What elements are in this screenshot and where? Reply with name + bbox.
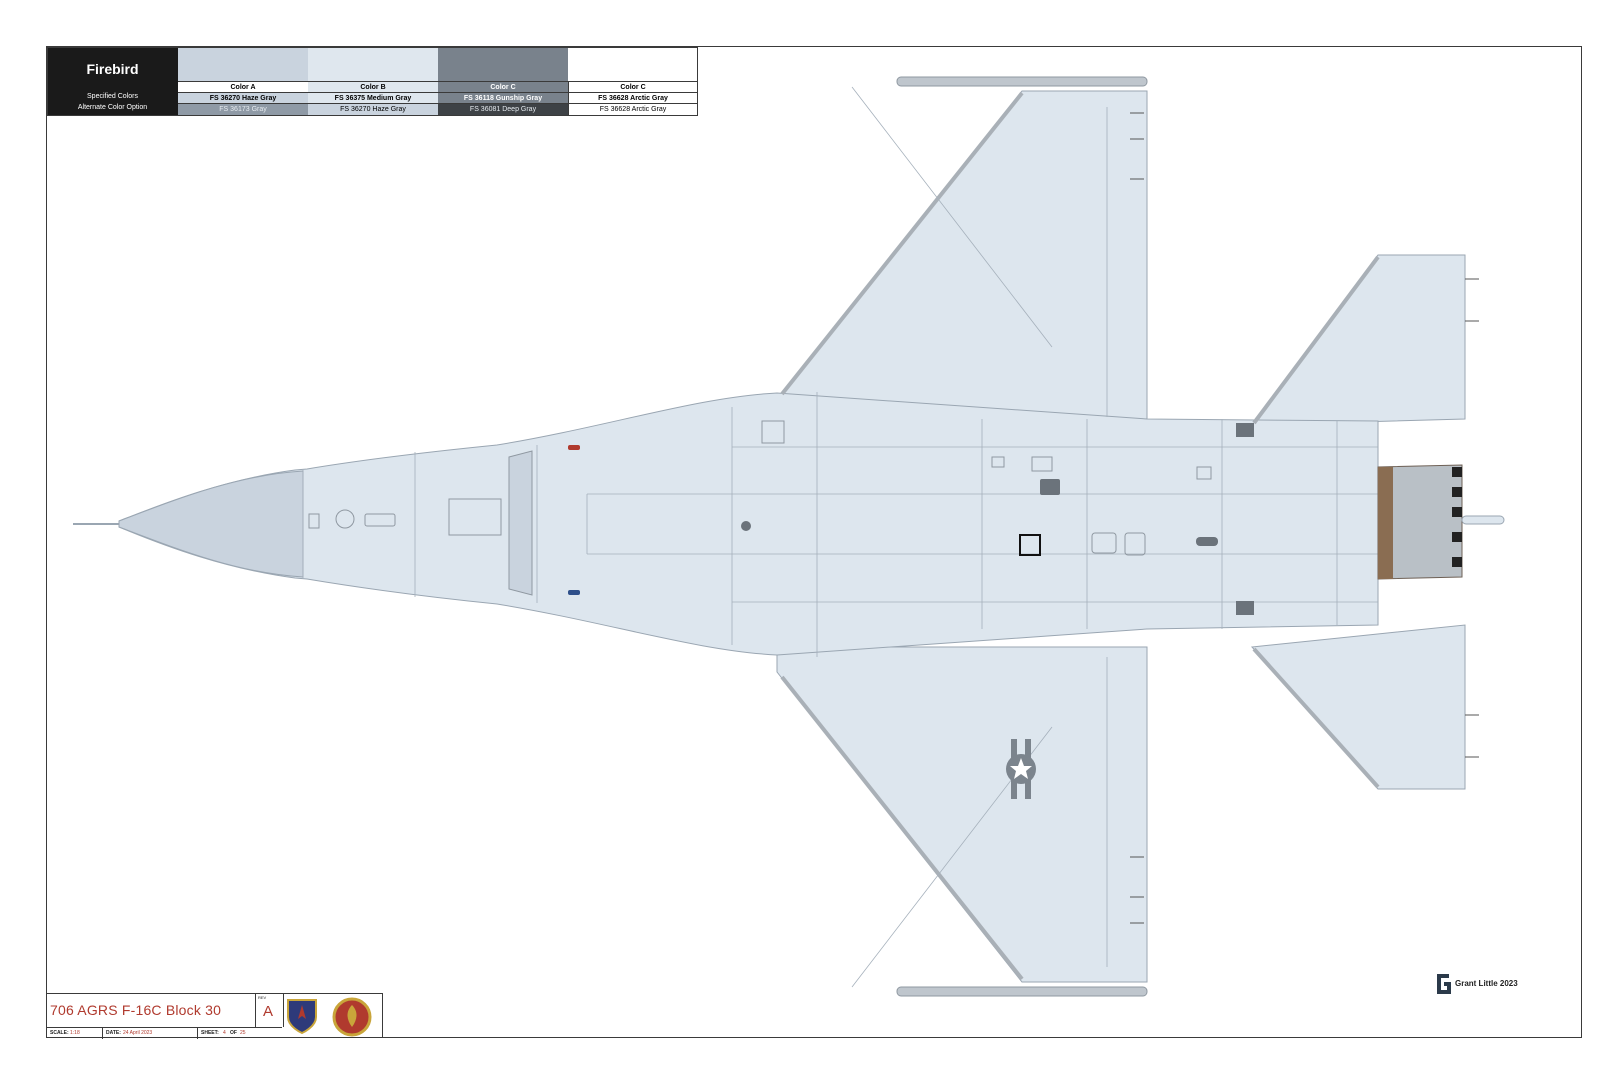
scheme-name: Firebird [86,61,139,77]
color-d-header: Color C [568,81,698,93]
radome [118,470,304,578]
color-d-alternate: FS 36628 Arctic Gray [568,103,698,115]
drawing-title: 706 AGRS F-16C Block 30 [50,1002,222,1018]
color-c-header: Color C [438,81,568,93]
credit-text: Grant Little 2023 [1455,979,1518,988]
color-column-a: Color A FS 36270 Haze Gray FS 36173 Gray [178,47,309,116]
color-b-alternate: FS 36270 Haze Gray [308,103,438,115]
scale-label: SCALE: [50,1030,69,1036]
color-b-swatch [308,47,438,81]
lower-wingtip-rail [896,986,1148,997]
lower-wing-leading-edge [780,675,1024,981]
drawing-sheet: Firebird Specified Colors Alternate Colo… [46,46,1582,1039]
sheet-value: 4 [223,1030,226,1036]
national-insignia-roundel [1006,739,1036,799]
color-c-alternate: FS 36081 Deep Gray [438,103,568,115]
revision-cell: REV A [255,994,284,1027]
blue-position-light [568,590,580,595]
color-b-specified: FS 36375 Medium Gray [308,92,438,104]
color-d-swatch [568,47,698,81]
engine-intake [508,450,533,596]
wing-shield-emblem-icon [287,999,317,1035]
sheet-label: SHEET: [201,1030,219,1036]
upper-wing-leading-edge [780,91,1024,396]
color-a-swatch [178,47,308,81]
color-column-d: Color C FS 36628 Arctic Gray FS 36628 Ar… [568,47,698,116]
date-label: DATE: [106,1030,121,1036]
color-column-b: Color B FS 36375 Medium Gray FS 36270 Ha… [308,47,439,116]
lower-stab-leading-edge [1252,647,1380,789]
color-a-specified: FS 36270 Haze Gray [178,92,308,104]
revision-letter: A [263,1003,274,1020]
title-block: 706 AGRS F-16C Block 30 REV A SCALE: 1:1… [47,993,383,1039]
scale-value: 1:18 [70,1030,80,1036]
artist-logo-icon [1437,974,1451,994]
upper-wing [776,90,1148,428]
color-c-swatch [438,47,568,81]
alternate-colors-label: Alternate Color Option [77,104,148,111]
tailhook-fairing [1461,515,1505,525]
color-c-specified: FS 36118 Gunship Gray [438,92,568,104]
date-value: 24 April 2023 [123,1030,153,1036]
access-panel-black [1019,534,1041,556]
color-d-specified: FS 36628 Arctic Gray [568,92,698,104]
of-total: 25 [240,1030,246,1036]
upper-wingtip-rail [896,76,1148,87]
lower-wing [776,646,1148,983]
color-a-header: Color A [178,81,308,93]
scheme-title-cell: Firebird Specified Colors Alternate Colo… [47,47,178,116]
title-block-footer: SCALE: 1:18 DATE: 24 April 2023 SHEET: 4… [47,1027,282,1039]
upper-stab-leading-edge [1252,255,1380,425]
squadron-patch-emblem-icon [332,997,372,1037]
specified-colors-label: Specified Colors [87,93,138,100]
color-scheme-table: Firebird Specified Colors Alternate Colo… [47,47,698,116]
revision-label: REV [258,995,267,1000]
color-a-alternate: FS 36173 Gray [178,103,308,115]
of-label: OF [230,1030,237,1036]
f16-planform-underside [73,76,1505,997]
color-b-header: Color B [308,81,438,93]
red-position-light [568,445,580,450]
